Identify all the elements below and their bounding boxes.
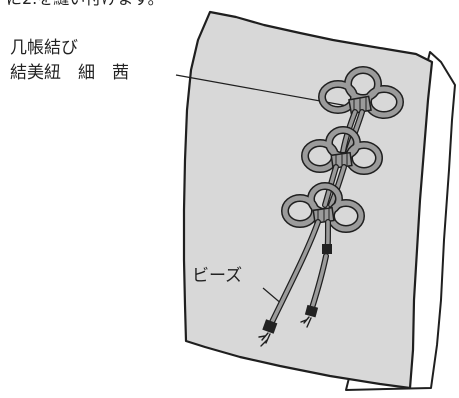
bead-right-upper (322, 244, 332, 254)
beads-label: ビーズ (192, 266, 243, 286)
top-caption: に2.を縫い付けます。 (6, 0, 164, 9)
knot-name-label: 几帳結び (10, 38, 78, 58)
cord-name-label: 結美紐 細 茜 (10, 63, 129, 83)
bead-right-lower (304, 304, 319, 318)
bead-left (262, 319, 278, 334)
knot-middle (301, 126, 383, 175)
tassel-ends (258, 316, 312, 347)
knot-bottom (281, 182, 365, 233)
knot-top (318, 66, 404, 119)
